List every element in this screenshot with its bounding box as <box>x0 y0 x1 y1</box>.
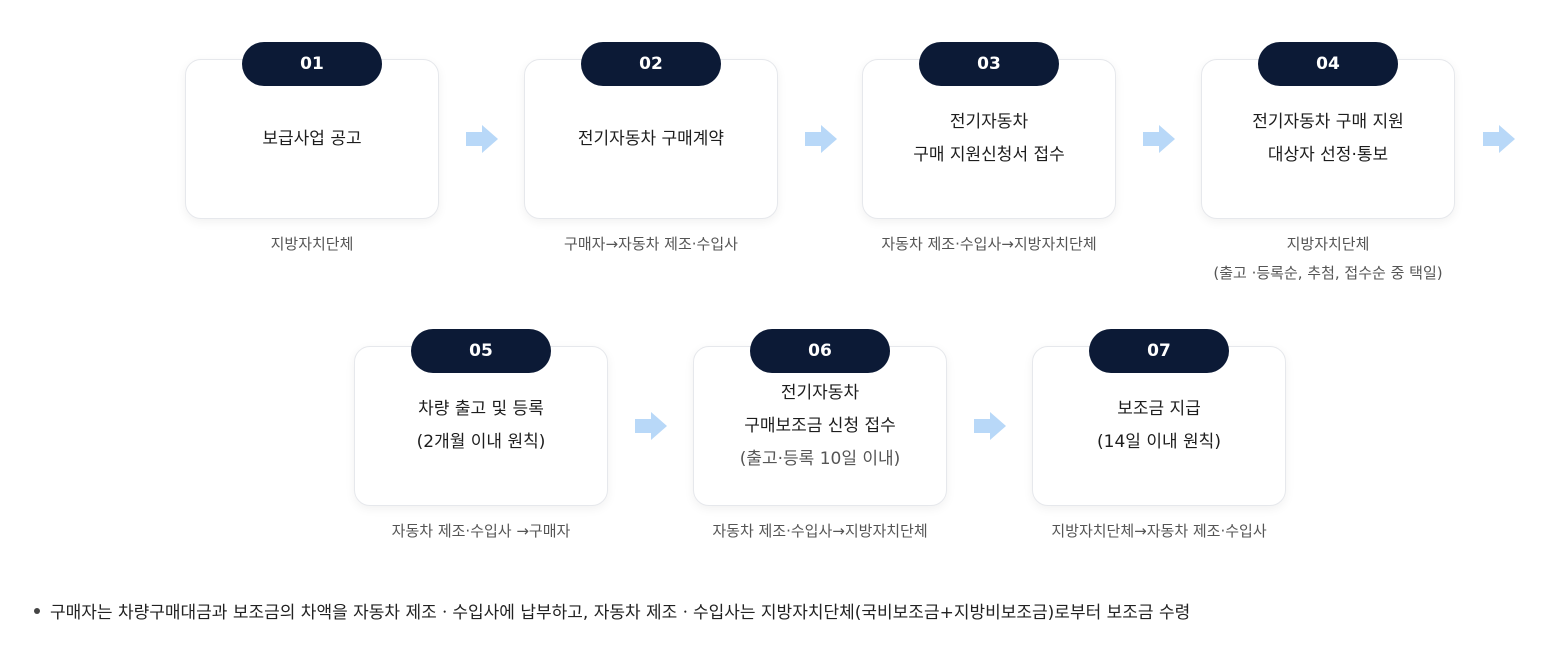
arrow-right-icon <box>805 125 837 153</box>
step-title: 보조금 지급 <box>1117 399 1201 419</box>
step-title: 전기자동차 구매계약 <box>577 128 725 149</box>
step-title: 구매 지원신청서 접수 <box>913 145 1065 165</box>
step-title: 전기자동차 <box>780 382 860 403</box>
footnote-text: 구매자는 차량구매대금과 보조금의 차액을 자동차 제조ㆍ수입사에 납부하고, … <box>50 603 1191 623</box>
caption-line: 자동차 제조·수입사 →구매자 <box>391 522 571 540</box>
step-number-badge: 07 <box>1089 329 1229 373</box>
step-subtitle: (출고·등록 10일 이내) <box>739 448 901 469</box>
step-number-badge: 05 <box>411 329 551 373</box>
step-caption: 자동차 제조·수입사→지방자치단체 <box>822 230 1156 259</box>
step-number-badge: 06 <box>750 329 890 373</box>
step-title: (14일 이내 원칙) <box>1097 432 1221 452</box>
step-title: (2개월 이내 원칙) <box>416 432 546 452</box>
step-number-badge: 04 <box>1258 42 1398 86</box>
step-title: 보급사업 공고 <box>262 128 362 149</box>
step-title: 차량 출고 및 등록 <box>418 399 544 419</box>
arrow-right-icon <box>1483 125 1515 153</box>
caption-line: 지방자치단체 <box>1286 235 1370 253</box>
caption-line: 지방자치단체→자동차 제조·수입사 <box>1051 522 1267 540</box>
step-caption: 자동차 제조·수입사→지방자치단체 <box>653 517 987 546</box>
step-caption: 자동차 제조·수입사 →구매자 <box>314 517 648 546</box>
step-card: 전기자동차 구매보조금 신청 접수 (출고·등록 10일 이내) <box>693 346 947 506</box>
step-caption: 지방자치단체→자동차 제조·수입사 <box>992 517 1326 546</box>
step-number-badge: 03 <box>919 42 1059 86</box>
caption-line: 구매자→자동차 제조·수입사 <box>564 235 738 253</box>
arrow-right-icon <box>466 125 498 153</box>
step-title: 전기자동차 구매 지원 <box>1252 112 1404 132</box>
step-caption: 구매자→자동차 제조·수입사 <box>484 230 818 259</box>
step-title: 전기자동차 <box>949 112 1029 132</box>
step-title: 대상자 선정·통보 <box>1267 145 1389 165</box>
arrow-right-icon <box>974 412 1006 440</box>
step-number-badge: 02 <box>581 42 721 86</box>
step-number-badge: 01 <box>242 42 382 86</box>
footnote: 구매자는 차량구매대금과 보조금의 차액을 자동차 제조ㆍ수입사에 납부하고, … <box>34 598 1190 623</box>
caption-line: (출고 ·등록순, 추첨, 접수순 중 택일) <box>1213 264 1443 282</box>
arrow-right-icon <box>635 412 667 440</box>
step-caption: 지방자치단체 <box>145 230 479 259</box>
bullet-icon <box>34 608 40 614</box>
arrow-right-icon <box>1143 125 1175 153</box>
step-caption: 지방자치단체 (출고 ·등록순, 추첨, 접수순 중 택일) <box>1161 230 1495 288</box>
step-title: 구매보조금 신청 접수 <box>744 415 896 436</box>
caption-line: 자동차 제조·수입사→지방자치단체 <box>712 522 928 540</box>
caption-line: 자동차 제조·수입사→지방자치단체 <box>881 235 1097 253</box>
caption-line: 지방자치단체 <box>270 235 354 253</box>
